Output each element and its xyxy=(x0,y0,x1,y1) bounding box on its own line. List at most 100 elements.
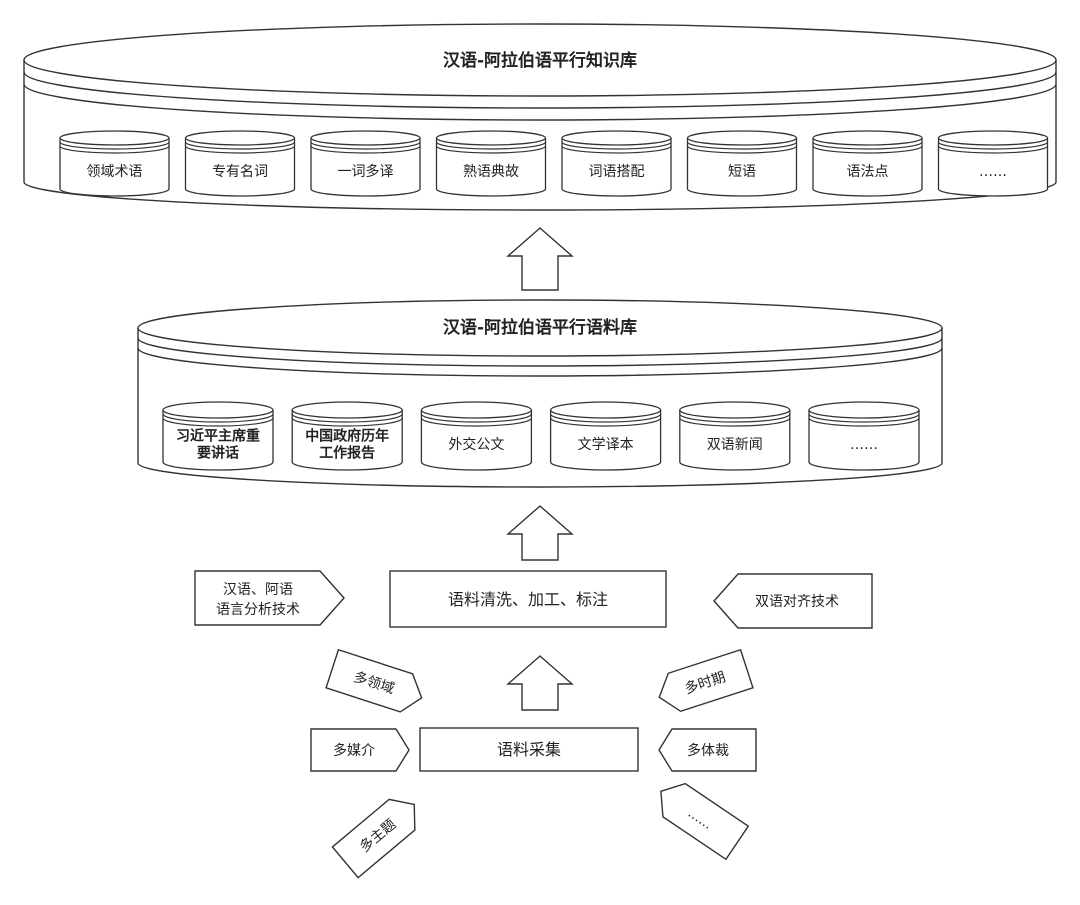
cylinder-ring-2 xyxy=(310,145,421,154)
arrow-corpus-to-knowledge xyxy=(506,227,574,291)
cylinder-top xyxy=(561,130,672,146)
multi-genre-tag xyxy=(658,728,757,772)
analysis-tech-tag xyxy=(194,570,345,626)
cylinder-top xyxy=(184,130,296,146)
cylinder-top xyxy=(549,401,662,419)
db-cylinder: 熟语典故 xyxy=(435,130,547,197)
cylinder-label: 领域术语 xyxy=(87,164,143,180)
db-cylinder: 语法点 xyxy=(812,130,923,197)
db-cylinder: 专有名词 xyxy=(184,130,296,197)
multi-domain-tag: 多领域 xyxy=(325,648,423,713)
cylinder-ring-1 xyxy=(184,141,296,150)
cylinder-ring-1 xyxy=(937,141,1049,150)
knowledge-base-title: 汉语-阿拉伯语平行知识库 xyxy=(443,50,637,71)
cylinder-label: 中国政府历年 xyxy=(305,427,389,444)
cylinder-label: …… xyxy=(850,437,878,453)
cylinder-label: 语法点 xyxy=(847,164,889,180)
db-cylinder: 外交公文 xyxy=(420,401,533,471)
cleaning-box xyxy=(389,570,667,628)
arrow-cleaning-to-corpus xyxy=(506,505,574,561)
cylinder-ring-2 xyxy=(550,417,662,427)
corpus-items: 习近平主席重要讲话中国政府历年工作报告外交公文文学译本双语新闻…… xyxy=(162,401,920,471)
etc-tag: …… xyxy=(660,782,750,861)
cylinder-top xyxy=(291,401,403,419)
knowledge-base-ring-2 xyxy=(23,83,1057,121)
db-cylinder: 文学译本 xyxy=(549,401,662,471)
multi-genre-label: 多体裁 xyxy=(687,742,729,759)
cylinder-label: 工作报告 xyxy=(319,444,375,461)
corpus-ring-1 xyxy=(137,337,943,367)
analysis-tech-line-1: 汉语、阿语 xyxy=(223,582,293,598)
multi-topic-shape xyxy=(331,798,416,879)
cylinder-ring-2 xyxy=(184,145,296,154)
cylinder-label: 短语 xyxy=(728,164,756,180)
corpus-top xyxy=(137,299,943,357)
cylinder-ring-1 xyxy=(812,141,923,150)
cylinder-ring-2 xyxy=(808,417,920,427)
cylinder-top xyxy=(310,130,421,146)
multi-period-tag: 多时期 xyxy=(658,648,754,713)
cylinder-ring-1 xyxy=(435,141,547,150)
alignment-tech-label: 双语对齐技术 xyxy=(755,594,839,610)
cylinder-ring-2 xyxy=(420,417,532,427)
cylinder-top xyxy=(686,130,798,146)
cylinder-ring-1 xyxy=(291,413,403,423)
cylinder-label: 一词多译 xyxy=(338,163,394,180)
multi-topic-tag: 多主题 xyxy=(331,798,416,879)
collection-label: 语料采集 xyxy=(497,740,561,759)
multi-domain-shape xyxy=(325,648,423,713)
cylinder-ring-1 xyxy=(162,413,274,423)
cylinder-label: 熟语典故 xyxy=(463,164,519,180)
db-cylinder: 短语 xyxy=(686,130,798,197)
cylinder-ring-1 xyxy=(686,141,798,150)
cylinder-ring-2 xyxy=(291,417,403,427)
cylinder-top xyxy=(420,401,533,419)
cylinder-top xyxy=(59,130,170,146)
cylinder-ring-2 xyxy=(937,145,1049,154)
cylinder-top xyxy=(435,130,547,146)
cylinder-label: 外交公文 xyxy=(448,436,504,453)
cylinder-ring-2 xyxy=(812,145,923,154)
knowledge-base-items: 领域术语 专有名词 一词多译 熟语典故 词语搭配 短语 语法点 …… xyxy=(59,130,1049,197)
cylinder-ring-2 xyxy=(435,145,547,154)
cylinder-ring-1 xyxy=(808,413,920,423)
cylinder-ring-2 xyxy=(679,417,791,427)
etc-shape xyxy=(660,782,750,861)
multi-media-tag xyxy=(310,728,410,772)
arrow-collection-to-cleaning xyxy=(506,655,574,711)
db-cylinder: …… xyxy=(937,130,1049,197)
corpus-ring-2 xyxy=(137,347,943,377)
cylinder-top xyxy=(162,401,274,419)
cylinder-top xyxy=(812,130,923,146)
db-cylinder: 词语搭配 xyxy=(561,130,672,197)
cylinder-ring-1 xyxy=(679,413,791,423)
cylinder-label: 要讲话 xyxy=(197,444,239,461)
db-cylinder: …… xyxy=(808,401,920,471)
cylinder-top xyxy=(808,401,920,419)
db-cylinder: 领域术语 xyxy=(59,130,170,197)
cylinder-label: 双语新闻 xyxy=(707,437,763,453)
cylinder-ring-2 xyxy=(561,145,672,154)
cylinder-ring-1 xyxy=(310,141,421,150)
cylinder-label: 专有名词 xyxy=(212,164,268,180)
cylinder-ring-1 xyxy=(561,141,672,150)
cylinder-ring-2 xyxy=(686,145,798,154)
alignment-tech-tag xyxy=(713,573,873,629)
cylinder-ring-1 xyxy=(420,413,532,423)
analysis-tech-line-2: 语言分析技术 xyxy=(216,602,300,618)
cylinder-label: 词语搭配 xyxy=(589,164,645,180)
db-cylinder: 一词多译 xyxy=(310,130,421,197)
cylinder-ring-2 xyxy=(162,417,274,427)
cylinder-ring-1 xyxy=(59,141,170,150)
cylinder-ring-2 xyxy=(59,145,170,154)
collection-box xyxy=(419,727,639,772)
cleaning-label: 语料清洗、加工、标注 xyxy=(448,590,608,609)
corpus-title: 汉语-阿拉伯语平行语料库 xyxy=(443,317,637,338)
db-cylinder: 双语新闻 xyxy=(679,401,791,471)
cylinder-label: 习近平主席重 xyxy=(176,427,260,444)
knowledge-base-ring-1 xyxy=(23,71,1057,109)
